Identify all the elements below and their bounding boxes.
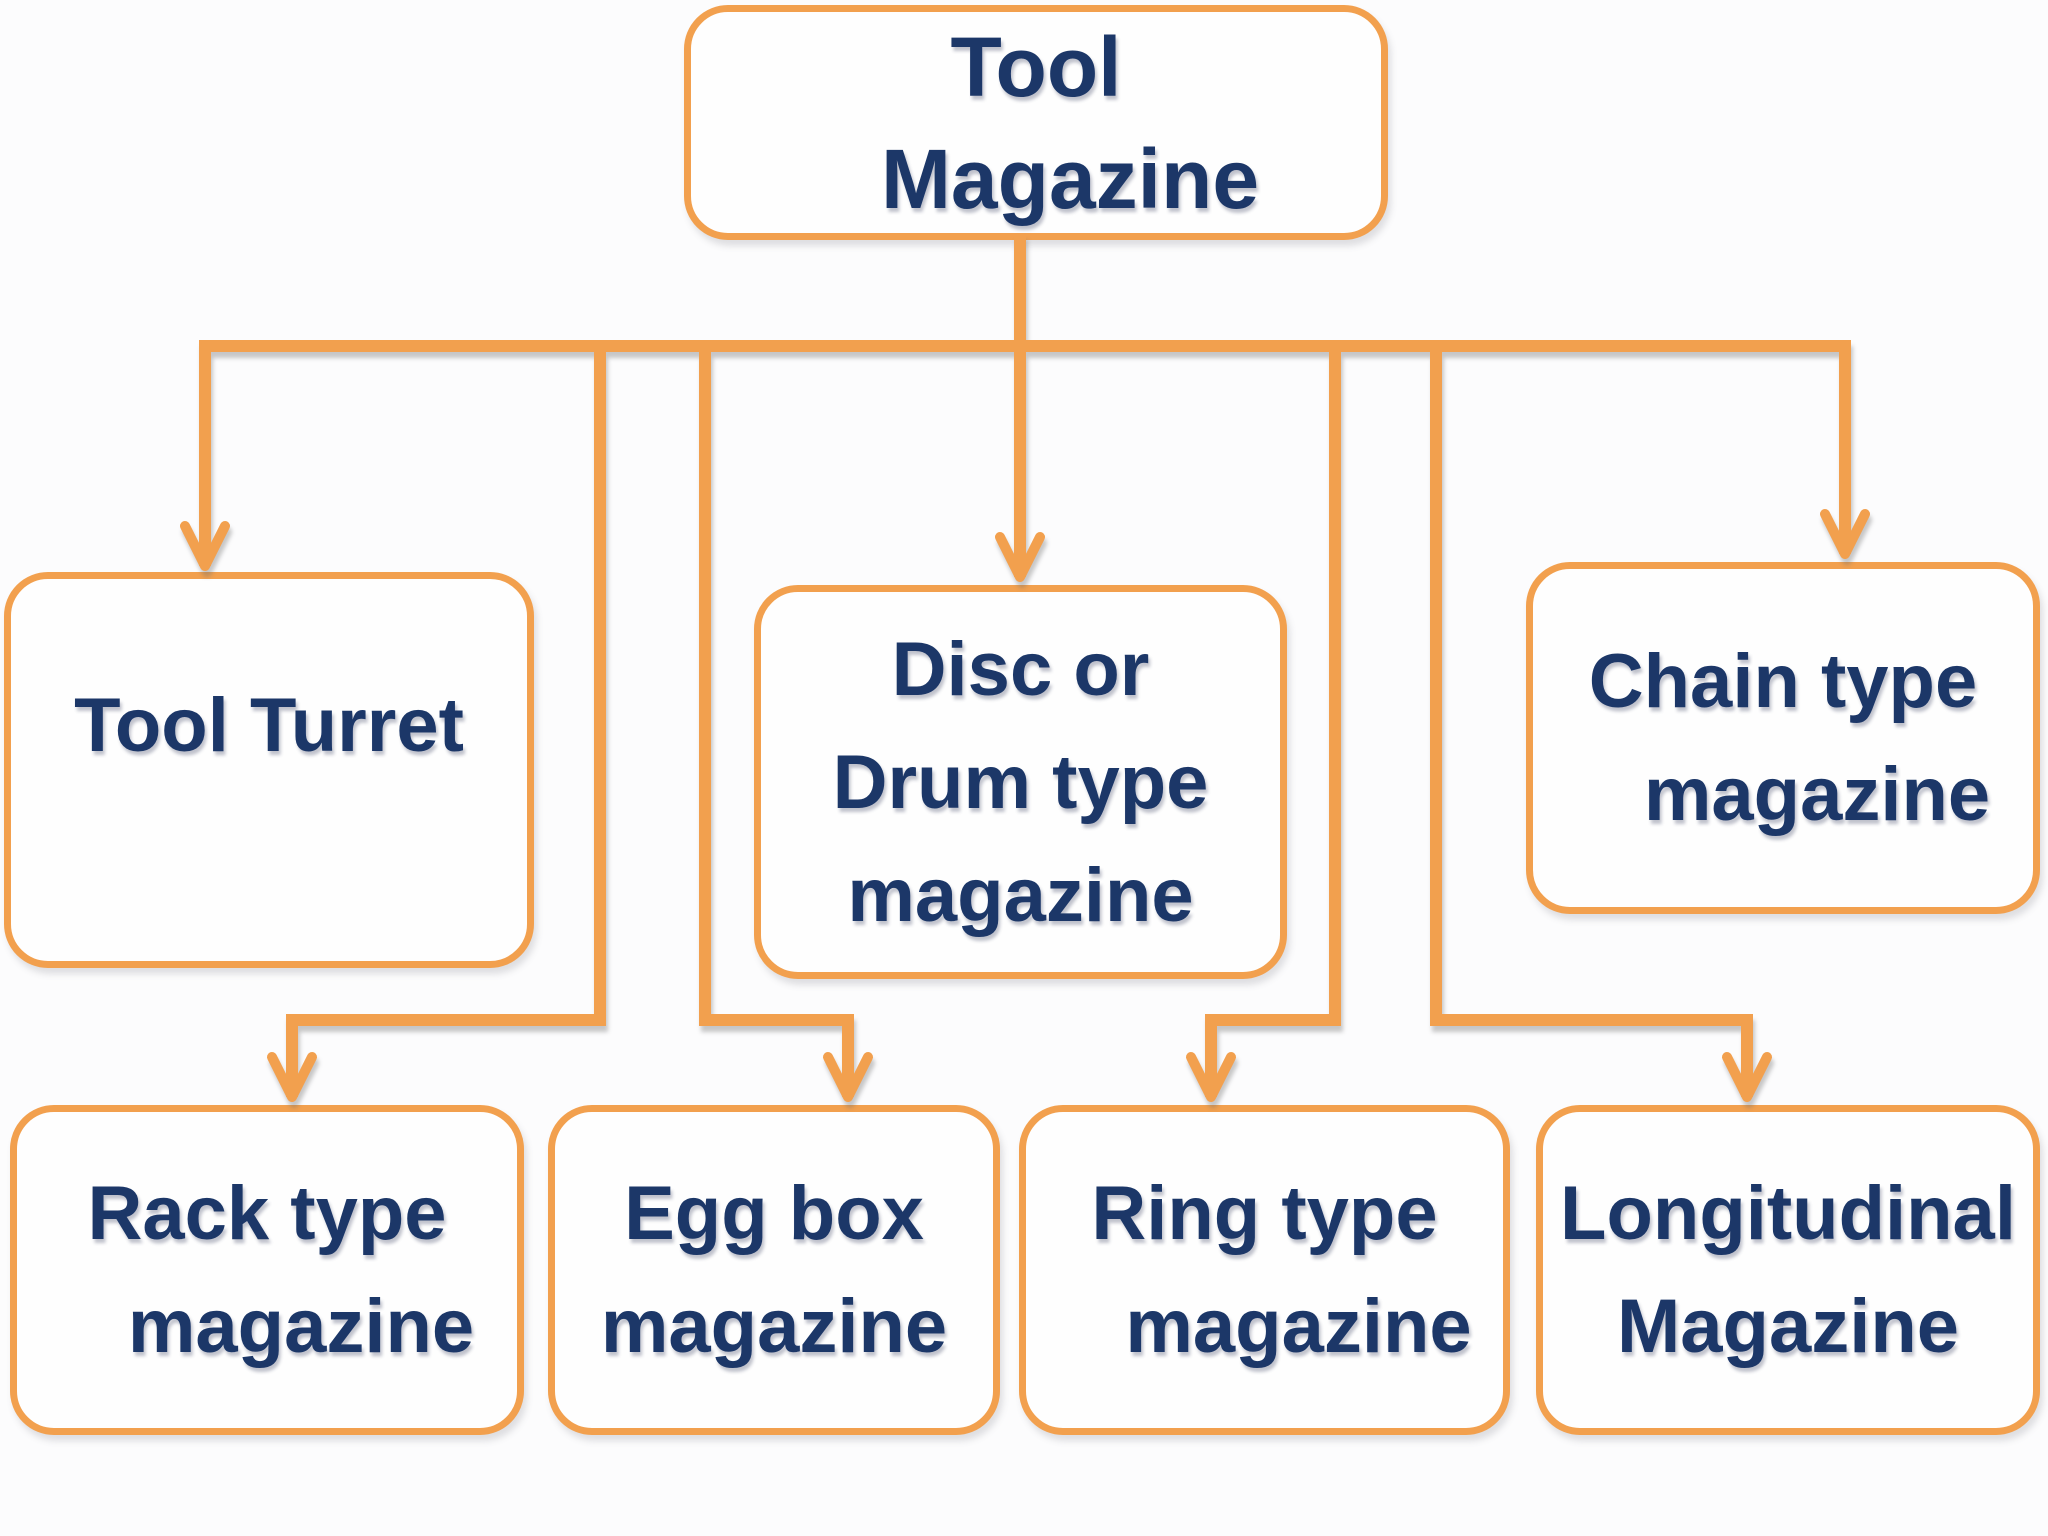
node-label-line: Tool: [950, 19, 1122, 114]
node-rack-type-magazine: Rack type magazine: [10, 1105, 524, 1435]
node-label-line: magazine: [1125, 1284, 1472, 1369]
node-label-line: magazine: [1643, 752, 1991, 837]
node-label-line: Egg box: [624, 1171, 924, 1256]
node-ring-type-magazine: Ring type magazine: [1019, 1105, 1510, 1435]
node-label-line: magazine: [127, 1284, 475, 1369]
node-label-line: Magazine: [1616, 1284, 1960, 1369]
node-label-line: Rack type: [87, 1171, 447, 1256]
node-label-line: magazine: [847, 852, 1194, 938]
node-longitudinal-magazine: Longitudinal Magazine: [1536, 1105, 2040, 1435]
node-egg-box-magazine: Egg box magazine: [548, 1105, 1000, 1435]
node-disc-drum-type-magazine: Disc or Drum type magazine: [754, 585, 1287, 979]
node-tool-magazine: Tool Magazine: [684, 5, 1388, 240]
node-label-line: Disc or: [891, 626, 1150, 712]
node-label-line: Tool Turret: [74, 682, 464, 768]
node-label-line: Longitudinal: [1560, 1171, 2016, 1256]
node-label-line: Chain type: [1588, 639, 1978, 724]
node-label-line: Magazine: [880, 131, 1260, 226]
node-label-line: Drum type: [832, 739, 1209, 825]
node-tool-turret: Tool Turret: [4, 572, 534, 968]
node-chain-type-magazine: Chain type magazine: [1526, 562, 2040, 914]
node-label-line: magazine: [600, 1284, 948, 1369]
node-label-line: Ring type: [1091, 1171, 1438, 1256]
